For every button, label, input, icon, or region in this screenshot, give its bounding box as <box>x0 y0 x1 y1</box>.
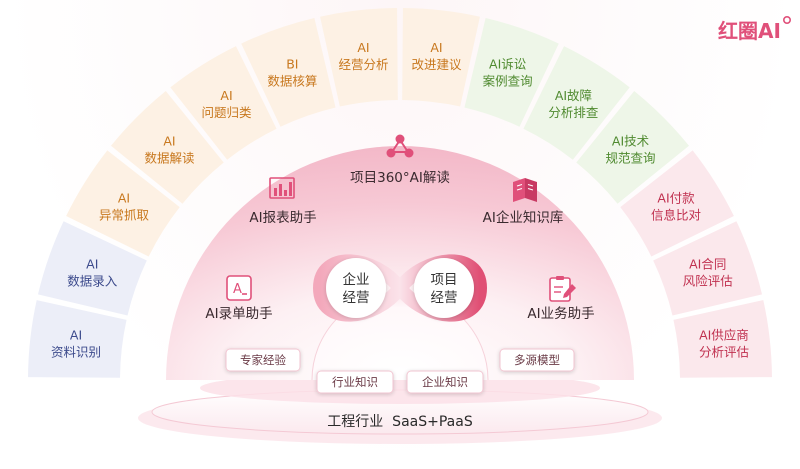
infinity-right-line-2: 经营 <box>431 290 458 306</box>
ring-segment-label: 案例查询 <box>483 73 533 88</box>
ring-segment-label: BI <box>286 56 298 71</box>
ring-segment-shape <box>523 46 630 160</box>
book-icon <box>513 178 537 202</box>
ring-segment-label: 问题归类 <box>202 105 253 120</box>
tool-report-assistant: AI报表助手 <box>249 177 317 226</box>
tool-entry-assistant: A AI录单助手 <box>205 275 273 322</box>
ring-segment: AI 经营分析 <box>320 8 398 107</box>
pill-label: 企业知识 <box>422 375 468 389</box>
tool-label: AI报表助手 <box>249 210 316 226</box>
ring-segment-label: AI <box>357 40 369 55</box>
pill-enterprise-knowledge: 企业知识 <box>406 370 484 394</box>
form-entry-icon: A <box>226 275 252 301</box>
infinity-right-line-1: 项目 <box>431 272 458 288</box>
ring-segment: BI 数据核算 <box>241 17 336 127</box>
svg-text:A: A <box>233 282 242 297</box>
ring-segment-label: AI故障 <box>555 88 592 103</box>
tool-knowledge-base: AI企业知识库 <box>483 178 564 226</box>
brand-logo: 红圈AI <box>718 15 791 43</box>
ring-segment-shape <box>320 8 398 107</box>
ring-segment-shape <box>66 150 180 257</box>
ring-segment-shape <box>37 221 147 316</box>
ring-segment-label: AI技术 <box>612 133 650 148</box>
ring-segment: AI 问题归类 <box>170 46 277 160</box>
ring-segment: AI 改进建议 <box>402 8 480 107</box>
ring-segment-label: AI合同 <box>689 256 726 271</box>
bar-chart-icon <box>269 177 295 199</box>
base-label: 工程行业 SaaS+PaaS <box>327 414 473 430</box>
ring-segment-label: 异常抓取 <box>99 208 150 223</box>
infinity-left-line-2: 经营 <box>343 290 370 306</box>
ring-segment-shape <box>620 150 734 257</box>
brand-name: 红圈AI <box>718 19 781 43</box>
ring-segment-shape <box>673 300 772 378</box>
ring-segment-shape <box>241 17 336 127</box>
ring-segment-shape <box>576 90 690 204</box>
ring-segment-shape <box>28 300 127 378</box>
ring-segment-label: AI付款 <box>657 191 695 206</box>
infinity-left-line-1: 企业 <box>343 271 370 288</box>
ring-segment-label: AI <box>220 88 232 103</box>
tool-label: 项目360°AI解读 <box>350 170 450 186</box>
ring-segment-label: AI <box>430 40 442 55</box>
ring-segment-shape <box>653 221 763 316</box>
ring-segment-label: AI诉讼 <box>489 56 526 71</box>
ring-segment-label: 信息比对 <box>651 208 701 223</box>
ring-segment: AI 异常抓取 <box>66 150 180 257</box>
ring-segment: AI 数据解读 <box>110 90 224 204</box>
pill-expert-experience: 专家经验 <box>225 348 301 372</box>
ring-segment: AI 数据录入 <box>37 221 147 316</box>
pill-label: 专家经验 <box>240 353 286 367</box>
ring-segment-label: 风险评估 <box>683 273 733 288</box>
tool-label: AI企业知识库 <box>483 209 564 226</box>
ring-segment-label: 规范查询 <box>606 150 656 165</box>
tool-project-360: 项目360°AI解读 <box>350 134 450 186</box>
platform-base <box>138 372 662 444</box>
ring-segment-shape <box>110 90 224 204</box>
ring-segment-label: 经营分析 <box>338 57 388 72</box>
ring-segment-label: 数据核算 <box>267 73 317 88</box>
ring-segment-label: 数据解读 <box>144 150 194 165</box>
ring-segment-label: AI供应商 <box>699 327 749 342</box>
ring-segment-label: 分析排查 <box>548 105 599 120</box>
ring-segment-label: AI <box>163 133 175 148</box>
tool-label: AI录单助手 <box>205 306 272 322</box>
ring-segment-label: 资料识别 <box>51 344 101 359</box>
ring-segment-label: 数据录入 <box>67 273 118 288</box>
tool-business-assistant: AI业务助手 <box>527 276 595 322</box>
ring-segment-label: AI <box>86 256 98 271</box>
ring-segment-shape <box>402 8 480 107</box>
capability-ring: AI 资料识别 AI 数据录入 AI 异常抓取 AI 数据解读 AI 问题归类 BI 数据核算 AI 经营… <box>28 8 772 378</box>
tool-label: AI业务助手 <box>527 306 594 322</box>
ring-segment: AI 资料识别 <box>28 300 127 378</box>
ring-segment-shape <box>170 46 277 160</box>
ring-segment-label: AI <box>70 327 82 342</box>
ring-segment-label: 分析评估 <box>699 344 749 359</box>
network-icon <box>386 134 414 158</box>
clipboard-pen-icon <box>549 276 576 302</box>
pill-label: 行业知识 <box>332 375 378 389</box>
ring-segment-shape <box>464 17 559 127</box>
pill-industry-knowledge: 行业知识 <box>316 370 394 394</box>
ring-segment-label: AI <box>118 191 130 206</box>
ring-segment-label: 改进建议 <box>411 57 462 72</box>
infinity-symbol: 企业 经营 项目 经营 <box>313 254 487 322</box>
inner-halo <box>166 146 634 380</box>
pill-label: 多源模型 <box>514 353 560 367</box>
pill-multi-source-model: 多源模型 <box>499 348 575 372</box>
